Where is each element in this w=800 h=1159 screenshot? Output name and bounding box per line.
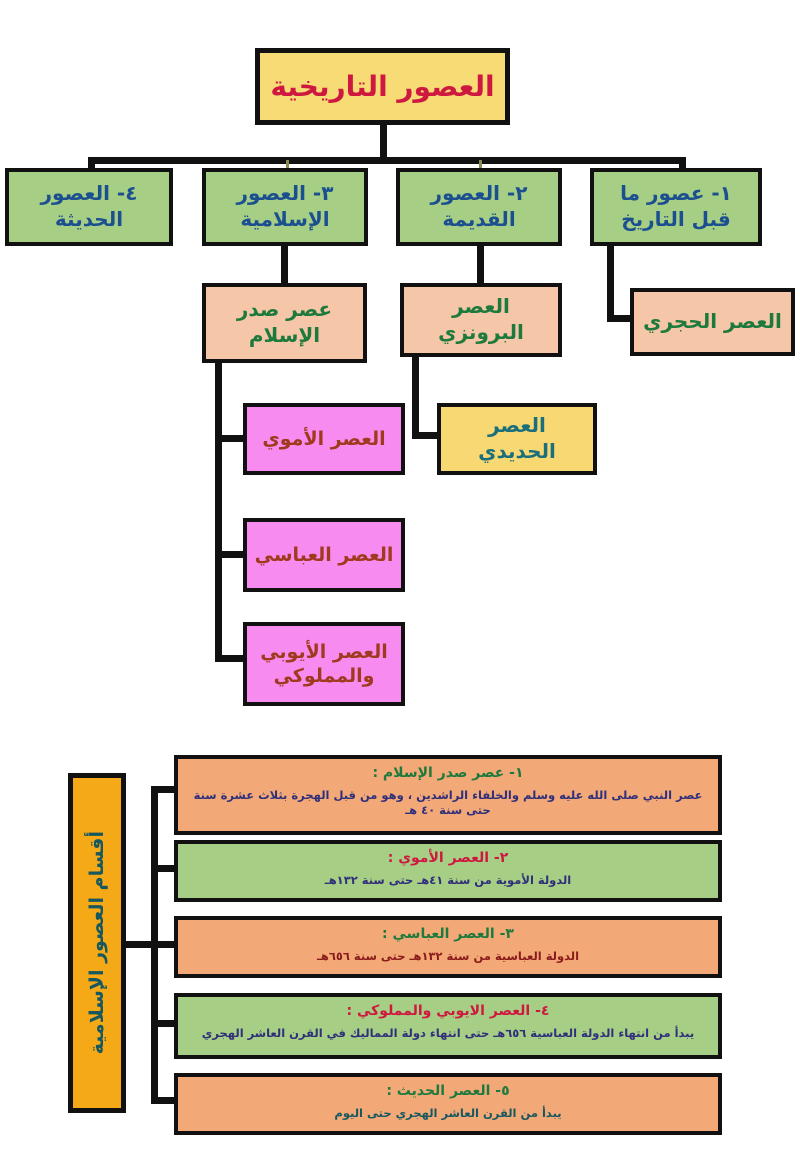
node-iron-age[interactable]: العصر الحديدي <box>437 403 597 475</box>
node-historical-eras[interactable]: العصور التاريخية <box>255 48 510 125</box>
node-modern-eras[interactable]: ٤- العصور الحديثة <box>5 168 173 246</box>
connector-side-to-spine <box>126 941 158 948</box>
detail-title: ٤- العصر الايوبي والمملوكي : <box>346 1003 550 1019</box>
connector-era-bus <box>88 157 686 164</box>
connector-stub-detail-5 <box>151 1097 179 1104</box>
detail-body: الدولة العباسية من سنة ١٣٢هـ حتى سنة ٦٥٦… <box>316 948 580 963</box>
detail-title: ٢- العصر الأموي : <box>387 850 509 866</box>
connector-drop-era-2 <box>479 160 482 170</box>
node-stone-age-label: العصر الحجري <box>643 309 782 334</box>
detail-card-abbasid[interactable]: ٣- العصر العباسي : الدولة العباسية من سن… <box>174 916 722 978</box>
node-islamic-eras[interactable]: ٣- العصور الإسلامية <box>202 168 368 246</box>
node-historical-eras-label: العصور التاريخية <box>270 69 495 103</box>
node-abbasid-era-label: العصر العباسي <box>254 543 394 566</box>
node-islamic-eras-label: ٣- العصور الإسلامية <box>236 181 334 231</box>
connector-stone-horizontal <box>607 315 635 322</box>
detail-body: الدولة الأموية من سنة ٤١هـ حتى سنة ١٣٢هـ <box>324 872 572 887</box>
node-abbasid-era[interactable]: العصر العباسي <box>243 518 405 592</box>
node-sadr-al-islam[interactable]: عصر صدر الإسلام <box>202 283 367 363</box>
node-iron-age-label: العصر الحديدي <box>478 413 556 463</box>
connector-sadr <box>281 246 288 287</box>
connector-stub-detail-1 <box>151 786 179 793</box>
connector-drop-era-1 <box>679 157 686 170</box>
node-ancient-eras-label: ٢- العصور القديمة <box>430 181 528 231</box>
detail-title: ١- عصر صدر الإسلام : <box>372 765 524 781</box>
detail-title: ٥- العصر الحديث : <box>386 1083 510 1099</box>
detail-body: عصر النبي صلى الله عليه وسلم والخلفاء ال… <box>193 787 703 818</box>
node-prehistoric-eras-label: ١- عصور ما قبل التاريخ <box>620 181 732 231</box>
node-bronze-age-label: العصر البرونزي <box>438 294 524 344</box>
connector-bronze <box>477 246 484 287</box>
detail-card-modern[interactable]: ٥- العصر الحديث : يبدأ من القرن العاشر ا… <box>174 1073 722 1135</box>
connector-iron-horizontal <box>412 432 442 439</box>
detail-body: يبدأ من انتهاء الدولة العباسية ٦٥٦هـ حتى… <box>201 1025 695 1040</box>
connector-stub-detail-2 <box>151 865 179 872</box>
node-sadr-al-islam-label: عصر صدر الإسلام <box>236 297 333 347</box>
connector-stone-vertical <box>607 246 614 322</box>
connector-drop-era-4 <box>88 157 95 170</box>
connector-stub-detail-4 <box>151 1020 179 1027</box>
node-prehistoric-eras[interactable]: ١- عصور ما قبل التاريخ <box>590 168 762 246</box>
detail-card-umayyad[interactable]: ٢- العصر الأموي : الدولة الأموية من سنة … <box>174 840 722 902</box>
node-modern-eras-label: ٤- العصور الحديثة <box>40 181 138 231</box>
connector-iron-vertical <box>412 353 419 439</box>
connector-drop-era-3 <box>286 160 289 170</box>
node-ancient-eras[interactable]: ٢- العصور القديمة <box>396 168 562 246</box>
connector-stub-abbasid <box>215 551 248 558</box>
node-ayyubid-mamluk-era-label: العصر الأيوبي والمملوكي <box>260 640 388 687</box>
node-islamic-eras-sections-label: أقسام العصور الإسلامية <box>85 831 108 1055</box>
connector-stub-ayyubid <box>215 655 248 662</box>
node-umayyad-era-label: العصر الأموي <box>262 427 386 450</box>
node-bronze-age[interactable]: العصر البرونزي <box>400 283 562 357</box>
node-umayyad-era[interactable]: العصر الأموي <box>243 403 405 475</box>
connector-stub-umayyad <box>215 435 248 442</box>
detail-title: ٣- العصر العباسي : <box>382 926 514 942</box>
node-ayyubid-mamluk-era[interactable]: العصر الأيوبي والمملوكي <box>243 622 405 706</box>
connector-stub-detail-3 <box>151 941 179 948</box>
detail-card-sadr-al-islam[interactable]: ١- عصر صدر الإسلام : عصر النبي صلى الله … <box>174 755 722 835</box>
node-stone-age[interactable]: العصر الحجري <box>630 288 795 356</box>
detail-card-ayyubid-mamluk[interactable]: ٤- العصر الايوبي والمملوكي : يبدأ من انت… <box>174 993 722 1059</box>
connector-islamic-spine <box>215 359 222 662</box>
connector-title-trunk <box>380 125 387 161</box>
detail-body: يبدأ من القرن العاشر الهجري حتى اليوم <box>334 1105 562 1120</box>
node-islamic-eras-sections[interactable]: أقسام العصور الإسلامية <box>68 773 126 1113</box>
